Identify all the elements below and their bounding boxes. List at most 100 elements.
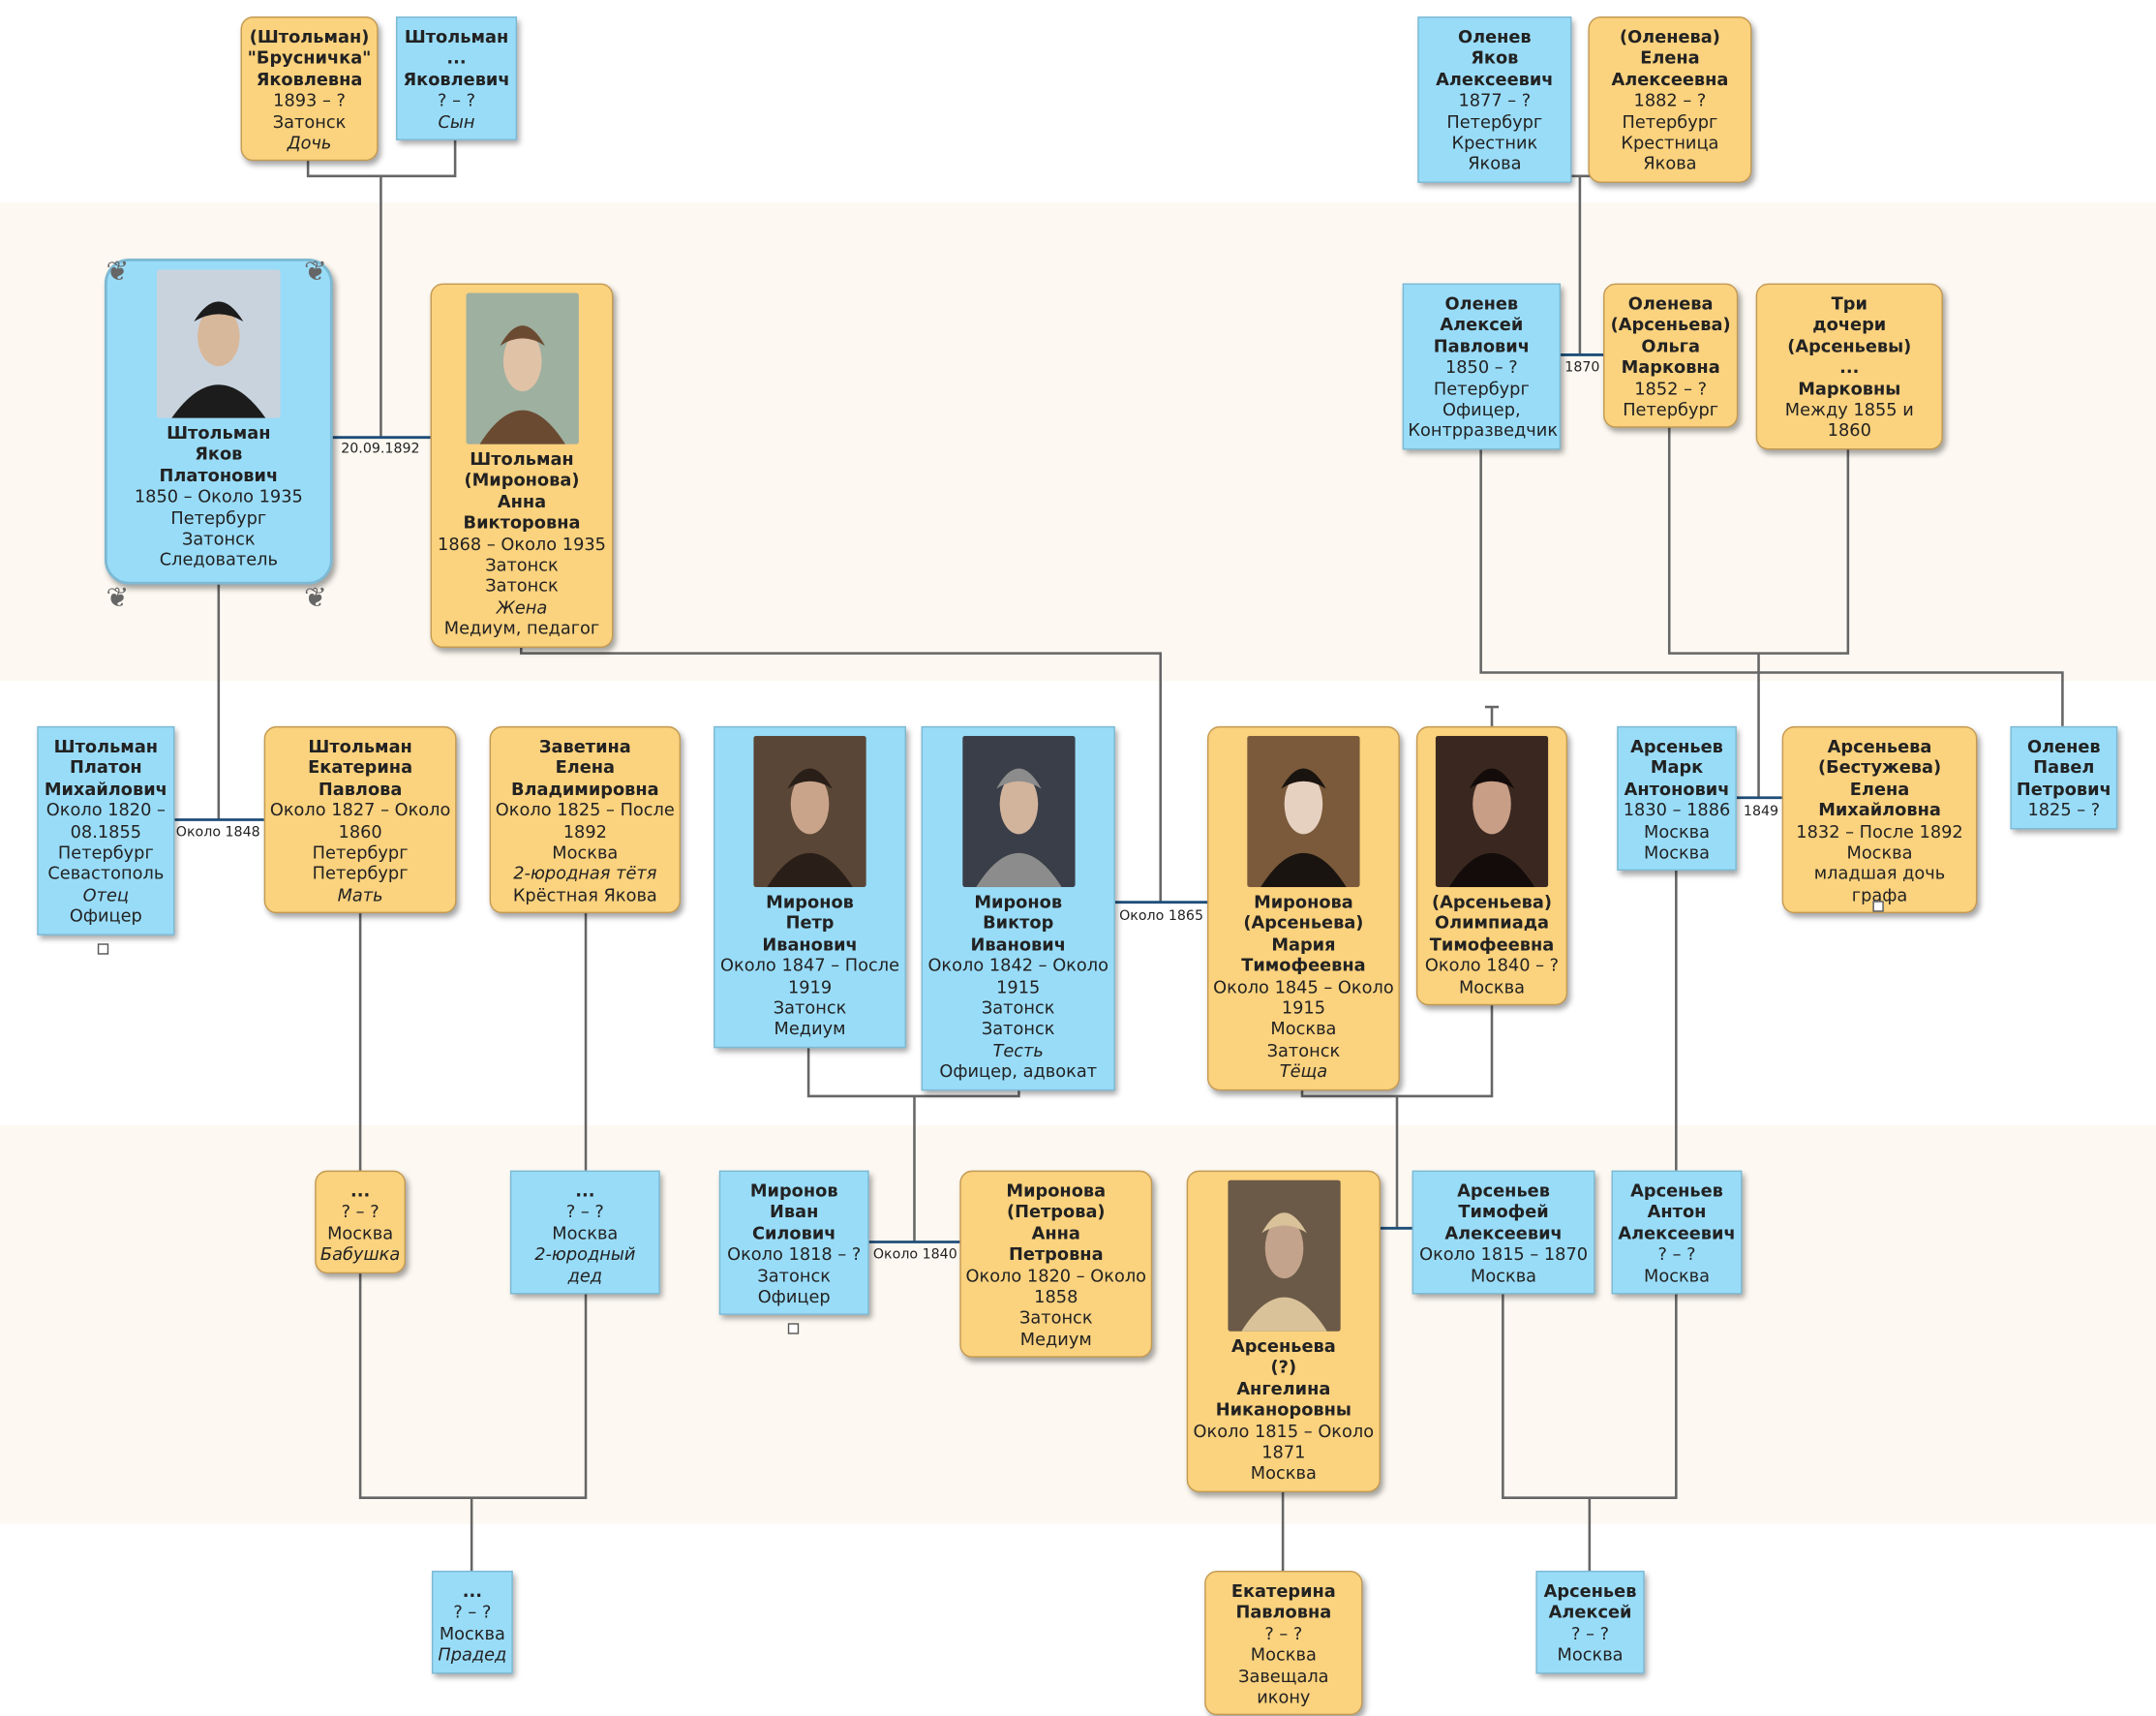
person-name-line: Владимировна (511, 778, 659, 799)
person-dates: 1882 – ? (1633, 89, 1707, 110)
marriage-date-label: 1870 (1564, 360, 1600, 376)
person-dates: Около 1820 – 08.1855 (46, 799, 166, 842)
expand-marker-icon[interactable] (1872, 901, 1884, 912)
expand-marker-icon[interactable] (97, 943, 109, 955)
person-place: Москва (552, 1222, 619, 1243)
person-name-line: (Арсеньева) (1432, 891, 1553, 912)
person-dates: 1825 – ? (2027, 799, 2101, 820)
person-name-line: Яковлевич (403, 68, 510, 90)
person-place: Москва (1644, 820, 1711, 842)
person-note: Крестница Якова (1621, 132, 1719, 174)
person-dates: ? – ? (565, 1201, 604, 1222)
person-name-line: Иван (770, 1201, 819, 1222)
person-relation: Жена (496, 597, 548, 618)
person-place: Москва (1270, 1018, 1337, 1039)
person-place: Затонск (485, 575, 559, 597)
person-name-line: Арсеньев (1630, 735, 1723, 757)
person-name-line: "Брусничка" (247, 46, 372, 69)
person-name-line: Оленева (1627, 292, 1714, 314)
person-dates: ? – ? (1571, 1622, 1610, 1643)
person-place: Затонск (773, 996, 847, 1019)
person-place: Затонск (981, 1018, 1055, 1039)
person-dates: Около 1825 – После 1892 (495, 799, 675, 842)
person-name-line: Яков (195, 443, 243, 465)
person-place: Москва (439, 1622, 505, 1643)
person-place: Петербург (1433, 378, 1530, 399)
ornament-icon: ❦ (106, 254, 130, 288)
person-name-line: Елена (555, 756, 616, 779)
person-note: Медиум (774, 1018, 846, 1039)
ornament-icon: ❦ (303, 580, 327, 614)
person-name-line: (Арсеньева) (1243, 912, 1364, 934)
person-name-line: Елена (1640, 46, 1700, 69)
person-name-line: Миронова (1254, 891, 1353, 912)
person-name-line: Арсеньева (1230, 1335, 1336, 1357)
person-name-line: Оленев (2026, 735, 2101, 757)
person-name-line: Штольман (53, 735, 159, 757)
person-name-line: Алексеевна (1611, 68, 1729, 90)
person-name-line: Платонович (159, 464, 279, 486)
person-card-son-yakovlevich[interactable]: Штольман...Яковлевич? – ?Сын (396, 16, 518, 140)
person-name-line: Штольман (470, 448, 574, 470)
person-note: Следователь (159, 549, 278, 570)
person-name-line: (?) (1270, 1356, 1297, 1378)
person-dates: 1893 – ? (273, 89, 346, 110)
person-name-line: Иванович (970, 934, 1066, 955)
person-name-line: Тимофеевна (1429, 934, 1555, 955)
person-name-line: Три (1831, 292, 1868, 314)
person-note: Медиум (1019, 1328, 1092, 1350)
person-dates: 1830 – 1886 (1623, 799, 1731, 820)
person-place: Затонск (272, 110, 347, 132)
person-dates: ? – ? (438, 89, 476, 110)
person-name-line: Платон (70, 756, 142, 779)
person-name-line: Петровна (1008, 1243, 1104, 1265)
person-note: Крестник Якова (1451, 132, 1538, 174)
expand-marker-icon[interactable] (787, 1323, 800, 1334)
person-dates: 1850 – Около 1935 (134, 485, 303, 506)
person-name-line: Алексей (1440, 314, 1524, 335)
person-dates: Около 1840 – ? (1424, 954, 1560, 976)
person-name-line: (Петрова) (1007, 1201, 1106, 1222)
person-place: Москва (1644, 1265, 1711, 1286)
person-dates: Около 1818 – ? (727, 1243, 862, 1265)
person-relation: 2-юродная тётя (513, 863, 657, 884)
ornament-icon: ❦ (303, 254, 327, 288)
person-note: Офицер (69, 904, 142, 927)
person-name-line: Елена (1849, 778, 1910, 799)
person-relation: Мать (337, 884, 383, 905)
person-relation: Бабушка (319, 1243, 401, 1265)
person-name-line: Павлова (318, 778, 403, 799)
person-name-line: (Арсеньева) (1610, 314, 1731, 335)
person-name-line: Миронов (749, 1180, 838, 1201)
person-place: Затонск (1018, 1306, 1093, 1329)
